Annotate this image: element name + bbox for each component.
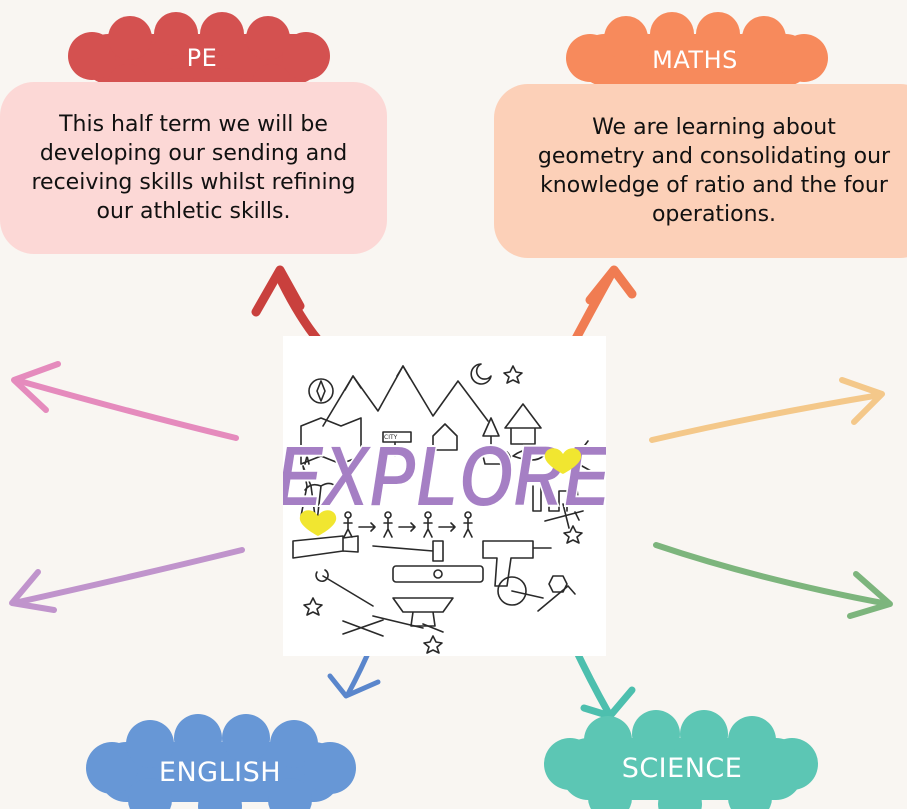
hammer-icon — [372, 540, 444, 562]
star-icon — [503, 365, 523, 384]
house-icon — [432, 423, 458, 451]
maths-line-1: We are learning about — [592, 115, 836, 140]
skyline-doodle — [532, 475, 568, 512]
arrow-lower-right — [653, 542, 893, 619]
english-label: ENGLISH — [158, 756, 282, 788]
maths-line-4: operations. — [651, 202, 777, 227]
paintbrush-icon — [537, 585, 576, 612]
cabin-icon — [504, 403, 542, 445]
pliers-icon — [342, 619, 384, 637]
tree-icon — [482, 417, 500, 445]
moon-icon — [470, 363, 492, 385]
bear-doodle — [482, 448, 511, 465]
wrench-icon — [315, 569, 374, 607]
star-doodle-3 — [563, 525, 583, 544]
maths-description: We are learning about geometry and conso… — [538, 113, 890, 229]
whale-doodle — [512, 449, 544, 461]
walking-figures — [343, 511, 473, 538]
level-icon — [392, 565, 484, 583]
star-doodle-1 — [423, 635, 443, 654]
drill-icon — [482, 540, 552, 587]
pe-description-box: This half term we will be developing our… — [0, 82, 387, 254]
cloud-english — [86, 714, 356, 809]
anvil-icon — [392, 597, 454, 627]
explore-title: EXPLORE — [283, 426, 606, 524]
maths-line-3: knowledge of ratio and the four — [540, 173, 888, 198]
arrow-to-science — [570, 642, 636, 720]
city-sign-text: CITY — [384, 434, 398, 441]
pe-description: This half term we will be developing our… — [31, 112, 356, 224]
arrow-to-maths — [567, 265, 637, 351]
science-label: SCIENCE — [621, 752, 743, 784]
heart-icon-left — [299, 510, 337, 536]
maths-label: MATHS — [652, 46, 738, 74]
tape-icon — [497, 576, 544, 606]
maths-description-box: We are learning about geometry and conso… — [494, 84, 907, 258]
plane-icon — [544, 503, 584, 529]
cloud-science — [544, 710, 818, 809]
star-doodle-2 — [303, 597, 323, 616]
arrow-to-pe — [251, 265, 323, 345]
arrow-upper-left — [11, 361, 239, 441]
maths-line-2: geometry and consolidating our — [537, 144, 891, 169]
bolt-icon — [548, 575, 568, 593]
explore-illustration: CITY EXPLORE — [283, 336, 606, 656]
pe-label: PE — [186, 44, 218, 72]
arrow-lower-left — [9, 547, 245, 613]
heart-icon-right — [544, 448, 582, 474]
compass-icon — [308, 378, 334, 404]
arrow-upper-right — [649, 377, 885, 443]
saw-icon — [292, 535, 359, 559]
